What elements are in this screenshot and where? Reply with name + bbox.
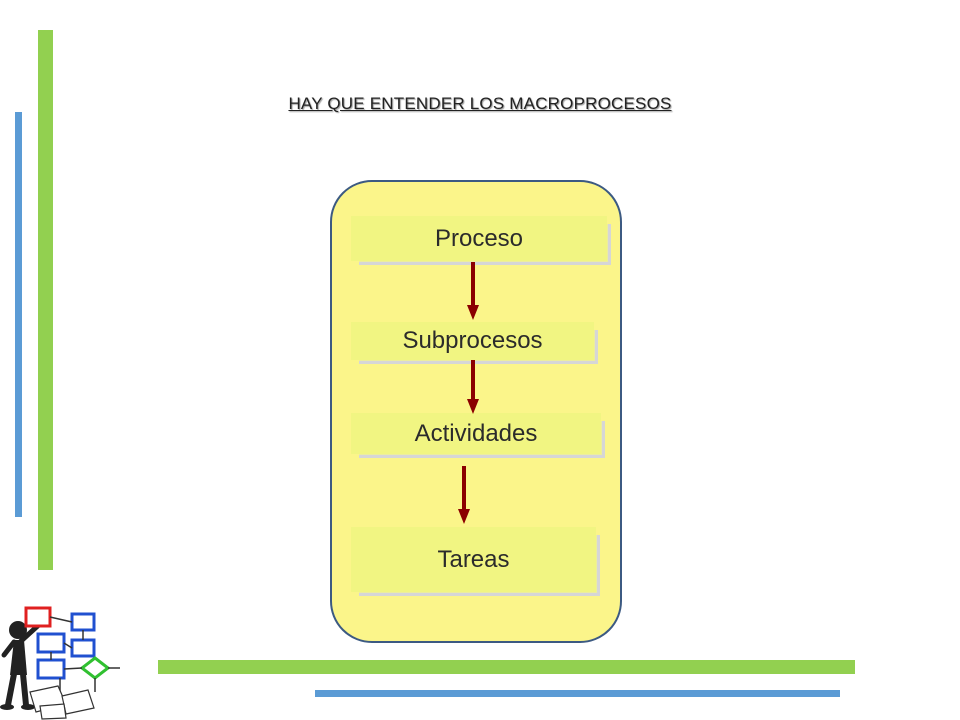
blue-horizontal-bar: [315, 690, 840, 697]
arrow-proceso-subprocesos: [467, 262, 479, 320]
step-actividades: Actividades: [351, 413, 605, 458]
flowchart-person-illustration: [0, 606, 120, 720]
green-vertical-bar: [38, 30, 53, 570]
step-tareas: Tareas: [351, 527, 600, 596]
step-label: Tareas: [351, 527, 596, 592]
step-subprocesos: Subprocesos: [351, 322, 598, 364]
page-title: HAY QUE ENTENDER LOS MACROPROCESOS: [288, 94, 672, 113]
arrow-subprocesos-actividades: [467, 360, 479, 414]
step-label: Proceso: [351, 216, 607, 261]
step-label: Actividades: [351, 413, 601, 454]
blue-vertical-bar: [15, 112, 22, 517]
step-proceso: Proceso: [351, 216, 611, 265]
step-label: Subprocesos: [351, 322, 594, 360]
arrow-actividades-tareas: [458, 466, 470, 524]
green-horizontal-bar: [158, 660, 855, 674]
